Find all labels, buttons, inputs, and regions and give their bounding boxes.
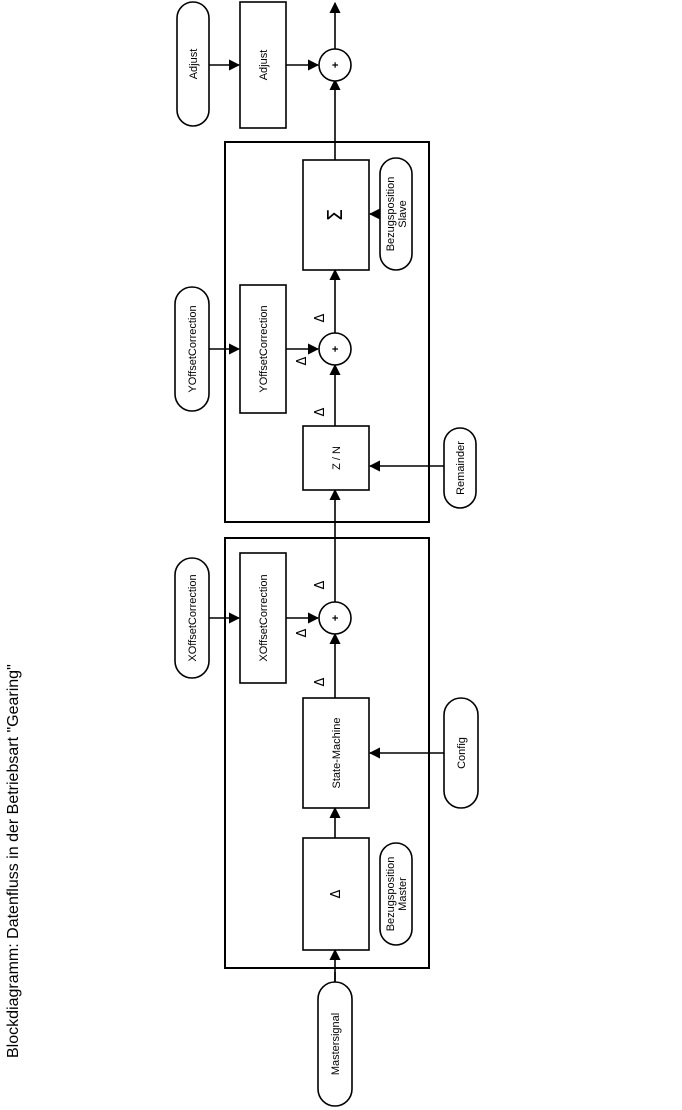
- xoffset-block-label: XOffsetCorrection: [258, 574, 270, 661]
- delta-mark-statemachine-out: Δ: [313, 677, 328, 686]
- delta-mark-zn-out: Δ: [313, 407, 328, 416]
- yoffset-block-label: YOffsetCorrection: [258, 305, 270, 392]
- zn-label: Z / N: [331, 446, 343, 470]
- delta-mark-sum2-out: Δ: [313, 313, 328, 322]
- adjust-input-label: Adjust: [188, 49, 200, 80]
- mastersignal-label: Mastersignal: [330, 1013, 342, 1075]
- sigma-block: [302, 159, 370, 271]
- sum-node-2-sign: +: [330, 346, 342, 352]
- slave-group-frame: [224, 141, 430, 523]
- mastersignal-input: [317, 981, 353, 1107]
- diagram-title: Blockdiagramm: Datenfluss in der Betrieb…: [5, 664, 22, 1058]
- remainder-input: [443, 427, 477, 509]
- delta-mark-yoffset-out: Δ: [295, 356, 310, 365]
- adjust-block: [239, 1, 287, 129]
- remainder-label: Remainder: [455, 441, 467, 495]
- delta-mark-xoffset-out: Δ: [295, 628, 310, 637]
- ref-master-line1: Bezugsposition: [385, 857, 397, 932]
- sigma-block-symbol: Σ: [323, 209, 347, 222]
- yoffset-input-label: YOffsetCorrection: [187, 305, 199, 392]
- config-label: Config: [456, 737, 468, 769]
- ref-slave-line1: Bezugsposition: [385, 177, 397, 252]
- state-machine-label: State-Machine: [331, 718, 343, 789]
- sum-node-1-sign: +: [330, 615, 342, 621]
- reference-position-master: [379, 842, 413, 946]
- zn-block: [302, 425, 370, 491]
- sum-node-3-sign: +: [330, 62, 342, 68]
- adjust-input: [176, 1, 210, 127]
- ref-master-line2: Master: [397, 877, 409, 911]
- delta-block: [302, 837, 370, 951]
- xoffset-input-label: XOffsetCorrection: [187, 574, 199, 661]
- delta-block-symbol: Δ: [329, 889, 344, 898]
- ref-slave-line2: Slave: [397, 200, 409, 228]
- delta-mark-sum1-out: Δ: [313, 580, 328, 589]
- state-machine-block: [302, 697, 370, 809]
- adjust-block-label: Adjust: [258, 50, 270, 81]
